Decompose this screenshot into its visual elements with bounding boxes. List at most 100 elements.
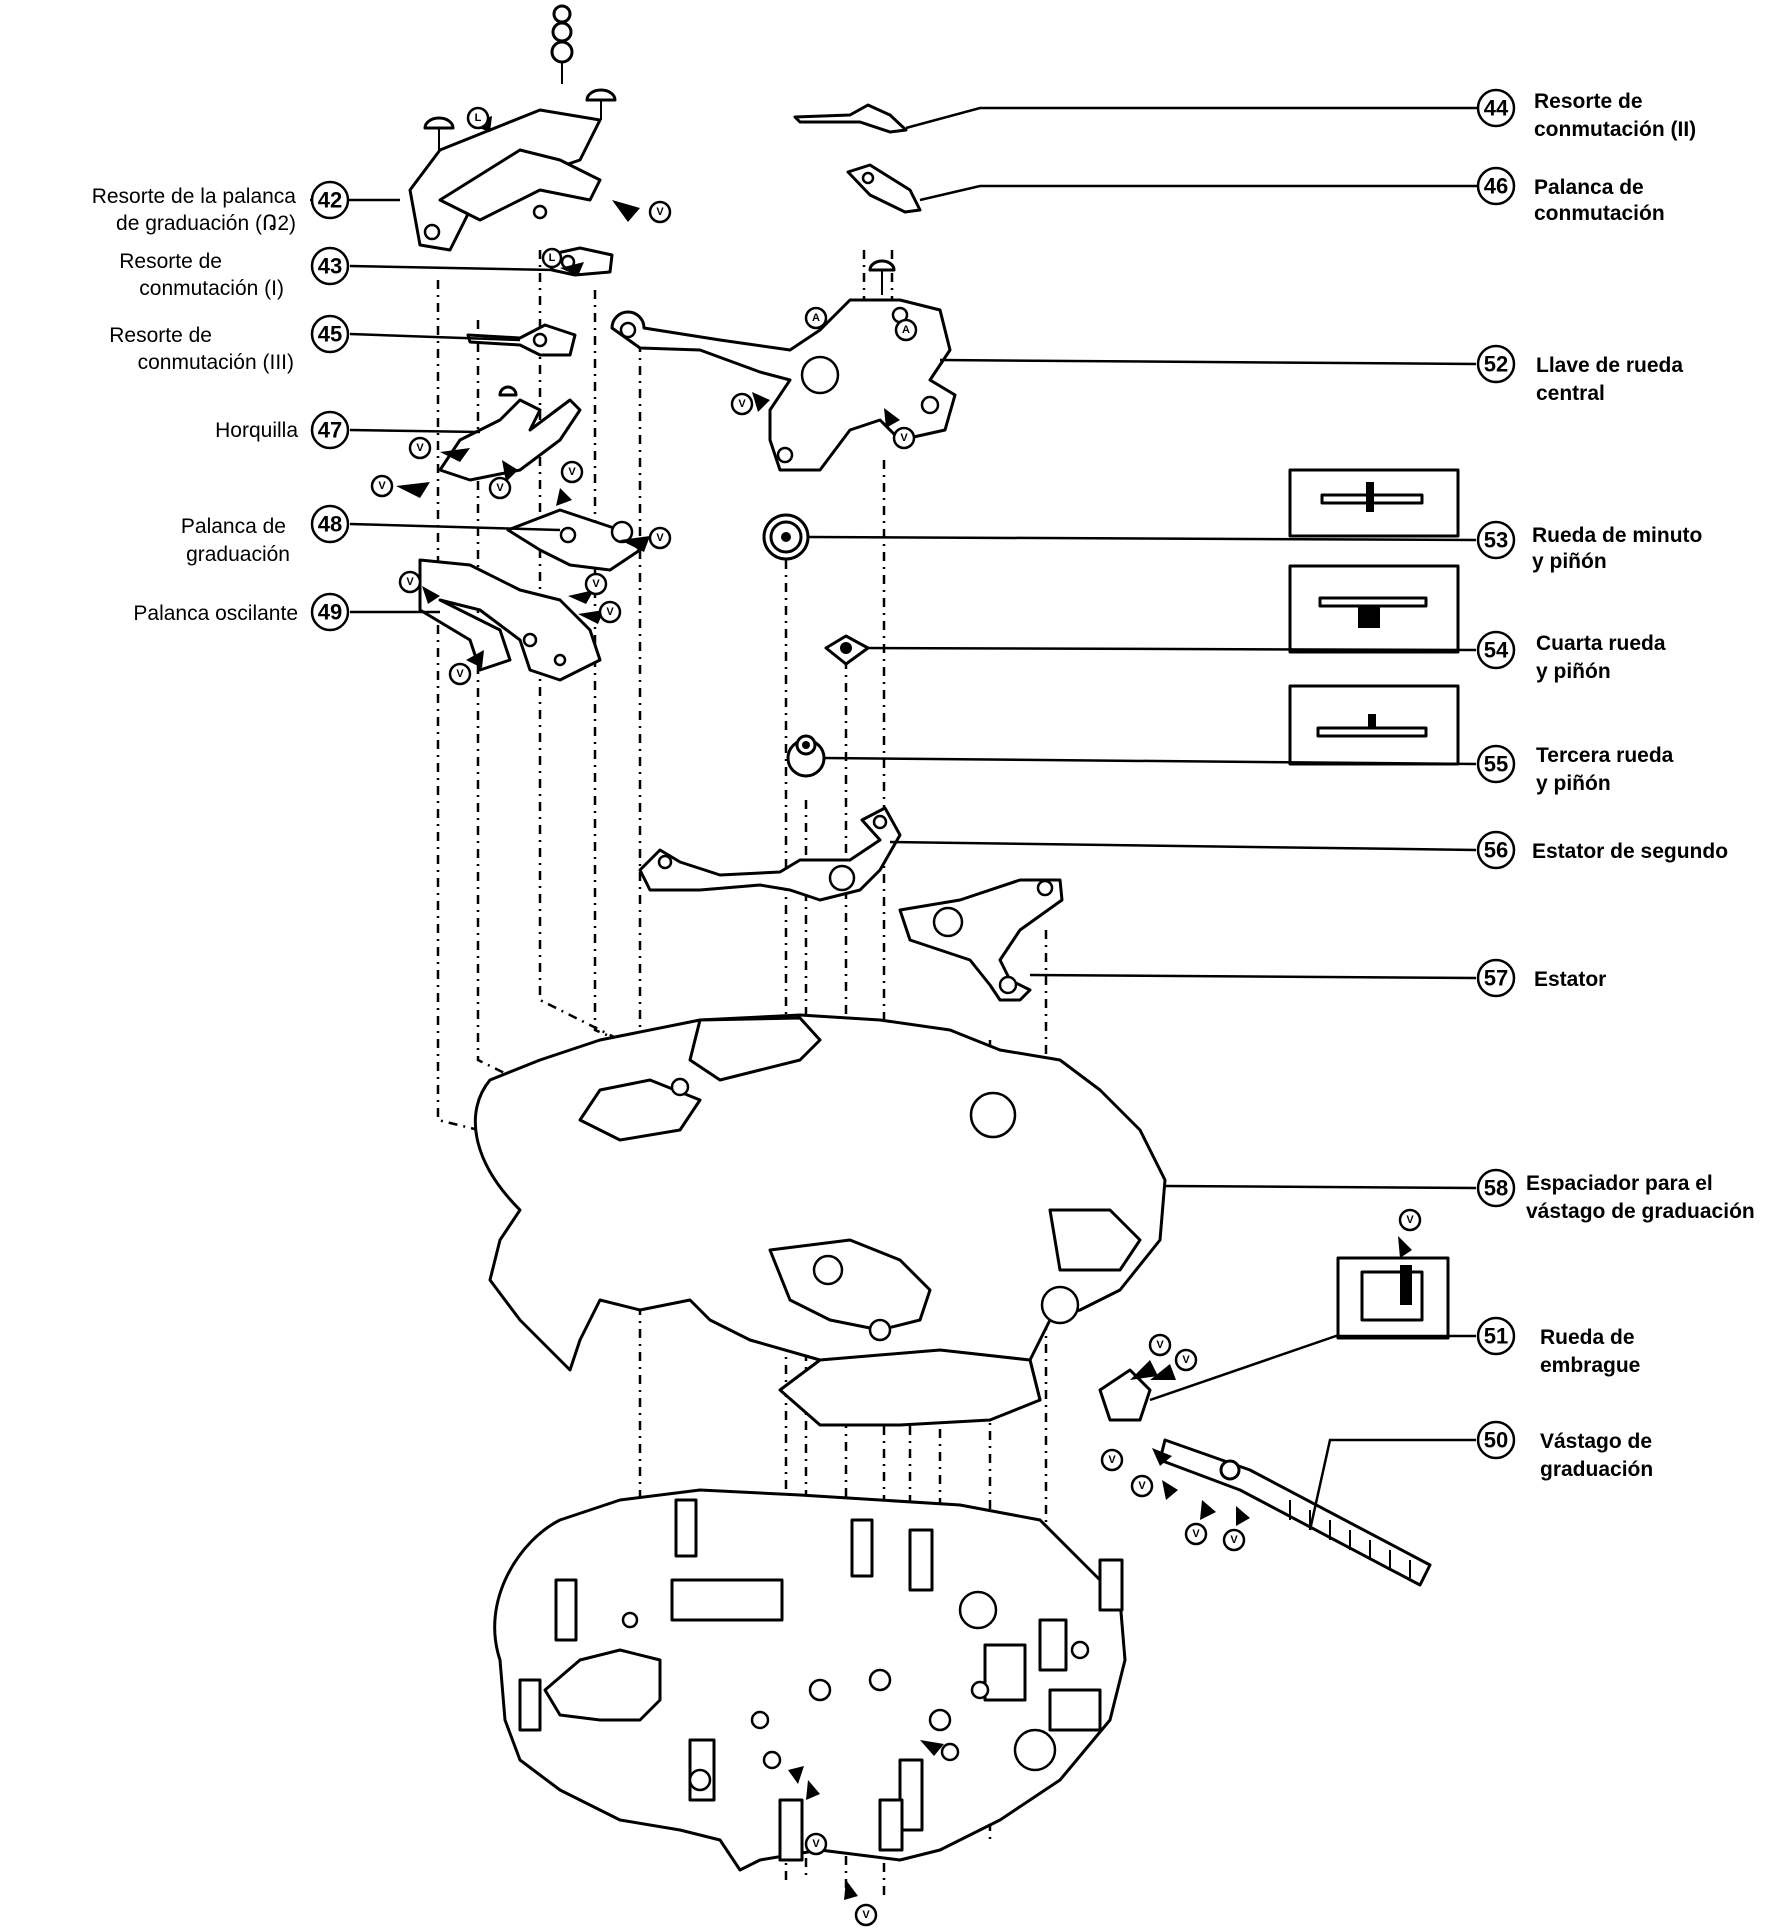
oil-marker: L bbox=[541, 247, 584, 276]
svg-text:Resorte de: Resorte de bbox=[109, 324, 212, 347]
callout-49: 49 Palanca oscilante bbox=[133, 592, 350, 632]
svg-text:51: 51 bbox=[1484, 1324, 1508, 1349]
callout-43: 43 Resorte de conmutación (I) bbox=[119, 246, 350, 300]
oil-marker: V bbox=[884, 408, 916, 450]
svg-text:V: V bbox=[378, 480, 386, 492]
oil-marker: V bbox=[1398, 1208, 1422, 1258]
part-46-switch-lever bbox=[846, 163, 922, 214]
svg-text:Estator: Estator bbox=[1534, 968, 1606, 991]
oil-marker: V bbox=[1222, 1506, 1250, 1552]
svg-text:53: 53 bbox=[1484, 528, 1508, 553]
oil-marker: V bbox=[578, 600, 622, 624]
svg-text:graduación: graduación bbox=[1540, 1458, 1653, 1481]
oil-marker: V bbox=[408, 436, 470, 462]
svg-text:V: V bbox=[496, 482, 504, 494]
oil-marker: V bbox=[804, 1780, 828, 1856]
part-52-center-wheel-bridge bbox=[610, 259, 957, 472]
svg-text:V: V bbox=[656, 532, 664, 544]
oil-markers: L V L V V V V V V V V V V V A A V V V V … bbox=[370, 106, 1422, 1927]
oil-marker: A bbox=[804, 306, 828, 330]
callout-53: 53 Rueda de minuto y piñón bbox=[1476, 520, 1702, 573]
svg-text:Palanca oscilante: Palanca oscilante bbox=[133, 602, 298, 625]
callout-56: 56 Estator de segundo bbox=[1476, 830, 1728, 870]
svg-text:45: 45 bbox=[318, 322, 342, 347]
svg-text:V: V bbox=[1108, 1454, 1116, 1466]
oil-marker: V bbox=[620, 526, 672, 552]
svg-text:43: 43 bbox=[318, 254, 342, 279]
callout-42: 42 Resorte de la palanca de graduación (… bbox=[92, 180, 350, 235]
svg-text:V: V bbox=[1192, 1528, 1200, 1540]
oil-marker: V bbox=[1150, 1348, 1198, 1380]
svg-text:conmutación (I): conmutación (I) bbox=[139, 277, 284, 300]
svg-text:V: V bbox=[900, 432, 908, 444]
callout-47: 47 Horquilla bbox=[215, 410, 350, 450]
svg-text:V: V bbox=[456, 668, 464, 680]
oil-marker: V bbox=[398, 570, 440, 604]
svg-text:56: 56 bbox=[1484, 838, 1508, 863]
oil-marker: V bbox=[370, 474, 430, 498]
svg-text:central: central bbox=[1536, 382, 1605, 405]
oil-marker bbox=[920, 1740, 960, 1762]
svg-text:54: 54 bbox=[1484, 638, 1509, 663]
svg-text:graduación: graduación bbox=[186, 543, 290, 566]
callout-50: 50 Vástago de graduación bbox=[1476, 1420, 1653, 1481]
oil-marker: V bbox=[488, 460, 518, 500]
part-49-oscillating-lever bbox=[418, 558, 602, 682]
part-48-setting-lever bbox=[506, 508, 642, 572]
svg-text:44: 44 bbox=[1484, 96, 1509, 121]
svg-text:V: V bbox=[738, 398, 746, 410]
part-50-setting-stem bbox=[1158, 1438, 1432, 1587]
callout-45: 45 Resorte de conmutación (III) bbox=[109, 314, 350, 374]
oil-marker: V bbox=[844, 1880, 878, 1927]
oil-marker: V bbox=[568, 572, 608, 604]
svg-text:V: V bbox=[1230, 1534, 1238, 1546]
svg-text:Resorte de: Resorte de bbox=[119, 250, 222, 273]
svg-text:vástago de graduación: vástago de graduación bbox=[1526, 1200, 1755, 1223]
part-55-third-wheel bbox=[786, 734, 826, 778]
callout-54: 54 Cuarta rueda y piñón bbox=[1476, 630, 1666, 683]
part-42-setting-lever-spring bbox=[408, 4, 617, 252]
svg-text:L: L bbox=[475, 112, 482, 124]
svg-text:52: 52 bbox=[1484, 352, 1508, 377]
svg-text:Rueda de minuto: Rueda de minuto bbox=[1532, 524, 1702, 547]
oil-marker: L bbox=[466, 106, 492, 132]
svg-text:Tercera rueda: Tercera rueda bbox=[1536, 744, 1674, 767]
svg-text:y piñón: y piñón bbox=[1532, 550, 1607, 573]
svg-text:L: L bbox=[549, 252, 556, 264]
inset-box-54 bbox=[1288, 564, 1460, 654]
svg-text:y piñón: y piñón bbox=[1536, 660, 1611, 683]
leader-lines bbox=[310, 106, 1480, 1531]
svg-text:Horquilla: Horquilla bbox=[215, 419, 298, 442]
oil-marker: V bbox=[730, 392, 770, 416]
callout-46: 46 Palanca de conmutación bbox=[1476, 166, 1665, 225]
svg-text:47: 47 bbox=[318, 418, 342, 443]
part-58-setting-stem-spacer bbox=[473, 1013, 1167, 1427]
oil-marker: V bbox=[1130, 1333, 1172, 1380]
svg-text:55: 55 bbox=[1484, 752, 1508, 777]
svg-text:49: 49 bbox=[318, 600, 342, 625]
svg-text:A: A bbox=[812, 312, 820, 324]
svg-text:48: 48 bbox=[318, 512, 342, 537]
svg-text:Estator de segundo: Estator de segundo bbox=[1532, 840, 1728, 863]
svg-text:50: 50 bbox=[1484, 1428, 1508, 1453]
oil-marker bbox=[762, 1750, 804, 1784]
svg-text:V: V bbox=[568, 466, 576, 478]
part-56-second-stator bbox=[638, 806, 902, 902]
svg-text:A: A bbox=[902, 324, 910, 336]
svg-text:V: V bbox=[1138, 1480, 1146, 1492]
svg-text:de graduación (ᕡ2): de graduación (ᕡ2) bbox=[116, 212, 296, 235]
svg-text:conmutación (III): conmutación (III) bbox=[138, 351, 294, 374]
svg-text:V: V bbox=[812, 1838, 820, 1850]
oil-marker: V bbox=[448, 650, 484, 686]
svg-text:58: 58 bbox=[1484, 1176, 1508, 1201]
svg-text:V: V bbox=[592, 578, 600, 590]
svg-text:Palanca de: Palanca de bbox=[181, 515, 286, 538]
callout-58: 58 Espaciador para el vástago de graduac… bbox=[1476, 1168, 1755, 1223]
part-53-minute-wheel bbox=[762, 513, 810, 561]
oil-marker: V bbox=[1184, 1500, 1216, 1546]
svg-text:Rueda de: Rueda de bbox=[1540, 1326, 1635, 1349]
svg-text:46: 46 bbox=[1484, 174, 1508, 199]
svg-text:Resorte de: Resorte de bbox=[1534, 90, 1643, 113]
svg-text:V: V bbox=[606, 606, 614, 618]
